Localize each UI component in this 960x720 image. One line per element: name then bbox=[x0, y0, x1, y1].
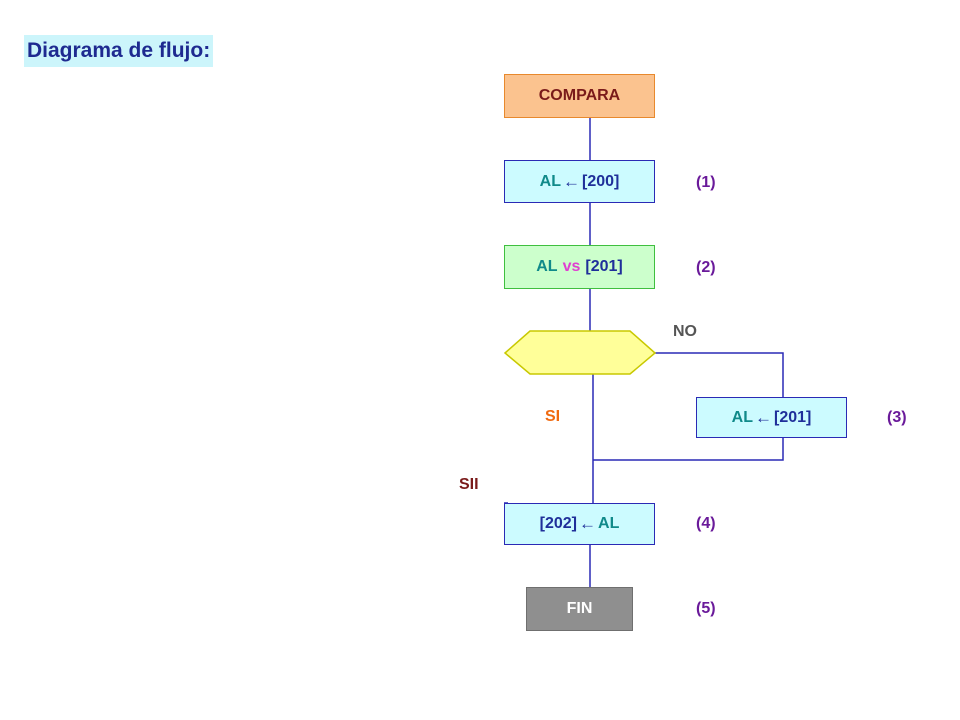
connector-step3-return bbox=[593, 438, 784, 461]
step2-number: (2) bbox=[696, 259, 716, 276]
page-title: Diagrama de flujo: bbox=[24, 35, 214, 67]
step3-node: AL ← [201] bbox=[696, 397, 847, 438]
compara-label: COMPARA bbox=[538, 87, 621, 104]
step1-number: (1) bbox=[696, 174, 716, 191]
step4-left: [202] bbox=[539, 515, 578, 532]
step4-arrow-icon: ← bbox=[579, 514, 597, 533]
step2-middle: vs bbox=[562, 258, 581, 275]
decision-hexagon bbox=[503, 330, 657, 375]
step2-right: [201] bbox=[585, 258, 623, 275]
step1-right: [200] bbox=[581, 172, 620, 190]
step4-number: (4) bbox=[696, 515, 716, 532]
step1-left: AL bbox=[539, 172, 561, 190]
step3-arrow-icon: ← bbox=[754, 407, 772, 427]
step3-number: (3) bbox=[887, 409, 907, 426]
step4-node: [202] ← AL bbox=[504, 503, 655, 545]
step3-left: AL bbox=[731, 408, 753, 426]
branch-sii-label: SII bbox=[459, 476, 479, 493]
fin-label: FIN bbox=[566, 600, 593, 617]
branch-si-label: SI bbox=[545, 408, 561, 425]
compara-node: COMPARA bbox=[504, 74, 655, 118]
step2-left: AL bbox=[536, 258, 558, 275]
step3-right: [201] bbox=[773, 408, 812, 426]
step1-arrow-icon: ← bbox=[562, 171, 580, 191]
step4-right: AL bbox=[598, 515, 620, 532]
branch-no-label: NO bbox=[673, 323, 697, 340]
step2-node: AL vs [201] bbox=[504, 245, 655, 289]
step5-number: (5) bbox=[696, 600, 716, 617]
step1-node: AL ← [200] bbox=[504, 160, 655, 203]
connector-no-branch bbox=[655, 352, 784, 397]
fin-node: FIN bbox=[526, 587, 633, 631]
